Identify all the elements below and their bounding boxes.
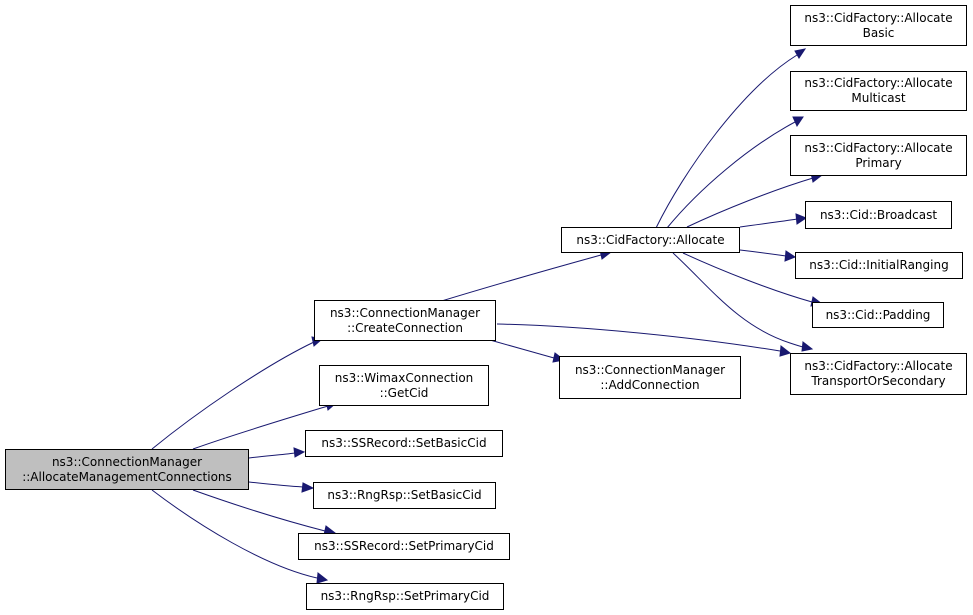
edge-create-connection-to-allocate — [434, 249, 613, 304]
node-ssrecord-set-basic-cid[interactable]: ns3::SSRecord::SetBasicCid — [305, 430, 503, 457]
node-get-cid[interactable]: ns3::WimaxConnection ::GetCid — [319, 365, 489, 406]
edge-allocate-to-allocate-multicast — [666, 116, 804, 229]
node-label: ns3::ConnectionManager ::AddConnection — [574, 362, 726, 392]
node-allocate-basic[interactable]: ns3::CidFactory::Allocate Basic — [790, 5, 967, 46]
node-ssrecord-set-primary-cid[interactable]: ns3::SSRecord::SetPrimaryCid — [298, 533, 510, 560]
edge-allocate-to-allocate-basic — [655, 48, 807, 229]
node-label: ns3::SSRecord::SetBasicCid — [321, 436, 487, 450]
node-label: ns3::Cid::Padding — [825, 307, 931, 322]
node-rngrsp-set-basic-cid[interactable]: ns3::RngRsp::SetBasicCid — [313, 482, 496, 509]
node-cid-broadcast[interactable]: ns3::Cid::Broadcast — [805, 201, 952, 229]
node-cidfactory-allocate[interactable]: ns3::CidFactory::Allocate — [561, 227, 740, 253]
edge-root-to-rngrsp-set-basic-cid — [248, 481, 315, 493]
edge-root-to-ssrecord-set-basic-cid — [248, 447, 306, 459]
node-create-connection[interactable]: ns3::ConnectionManager ::CreateConnectio… — [314, 300, 496, 341]
node-label: ns3::WimaxConnection ::GetCid — [334, 370, 474, 400]
node-allocate-management-connections[interactable]: ns3::ConnectionManager ::AllocateManagem… — [5, 449, 249, 490]
edge-create-connection-to-add-connection — [489, 339, 566, 363]
edge-root-to-rngrsp-set-primary-cid — [151, 489, 329, 584]
node-label: ns3::Cid::Broadcast — [819, 207, 938, 222]
edge-create-connection-to-allocate-transport — [496, 323, 792, 357]
node-allocate-transport-or-secondary[interactable]: ns3::CidFactory::Allocate TransportOrSec… — [790, 353, 967, 395]
edge-allocate-to-allocate-transport — [672, 252, 814, 352]
node-cid-padding[interactable]: ns3::Cid::Padding — [812, 302, 944, 328]
node-label: ns3::CidFactory::Allocate Primary — [804, 140, 953, 170]
edge-root-to-create-connection — [151, 336, 324, 450]
node-label: ns3::CidFactory::Allocate — [576, 232, 725, 247]
node-allocate-primary[interactable]: ns3::CidFactory::Allocate Primary — [790, 135, 967, 176]
edge-allocate-to-cid-broadcast — [739, 213, 808, 228]
node-label: ns3::RngRsp::SetBasicCid — [327, 488, 482, 502]
node-rngrsp-set-primary-cid[interactable]: ns3::RngRsp::SetPrimaryCid — [306, 583, 504, 610]
node-label: ns3::ConnectionManager ::CreateConnectio… — [329, 305, 481, 335]
node-label: ns3::RngRsp::SetPrimaryCid — [320, 589, 490, 603]
node-label: ns3::CidFactory::Allocate TransportOrSec… — [804, 359, 953, 388]
node-add-connection[interactable]: ns3::ConnectionManager ::AddConnection — [559, 356, 741, 399]
edge-allocate-to-cid-initial-ranging — [739, 249, 797, 262]
node-cid-initial-ranging[interactable]: ns3::Cid::InitialRanging — [795, 252, 963, 279]
node-label: ns3::CidFactory::Allocate Basic — [804, 10, 953, 40]
node-allocate-multicast[interactable]: ns3::CidFactory::Allocate Multicast — [790, 71, 967, 111]
node-label: ns3::Cid::InitialRanging — [809, 258, 949, 272]
node-label: ns3::SSRecord::SetPrimaryCid — [314, 539, 494, 553]
node-label: ns3::CidFactory::Allocate Multicast — [804, 76, 953, 105]
node-label: ns3::ConnectionManager ::AllocateManagem… — [22, 454, 232, 484]
